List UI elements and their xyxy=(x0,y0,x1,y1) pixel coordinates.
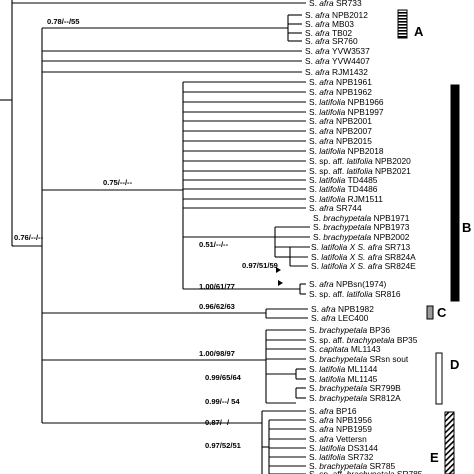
tip-label: S. sp. aff. brachypetala SR785 xyxy=(309,469,423,474)
tip-label: S. latifolia X S. afra SR824E xyxy=(311,261,416,271)
support-value: 0.87/--/-- xyxy=(205,418,235,427)
tip-label: S. latifolia DS3144 xyxy=(309,443,378,453)
tip-label: S. latifolia NPB1966 xyxy=(309,97,384,107)
clade-bar xyxy=(426,305,434,320)
support-value: 0.76/--/-- xyxy=(14,233,44,242)
tree-branches xyxy=(0,0,310,474)
tip-label: S. latifolia TD4485 xyxy=(309,175,378,185)
tip-label: S. afra MB03 xyxy=(305,19,354,29)
tip-label: S. afra SR744 xyxy=(309,203,362,213)
tip-label: S. latifolia NPB2018 xyxy=(309,146,384,156)
support-value: 0.99/--/ 54 xyxy=(205,397,240,406)
branch-arrow xyxy=(278,280,283,286)
tip-label: S. sp. aff. latifolia NPB2021 xyxy=(309,166,411,176)
tip-label: S. latifolia RJM1511 xyxy=(309,194,383,204)
tip-label: S. latifolia NPB1997 xyxy=(309,107,384,117)
clade-bar xyxy=(444,411,455,474)
support-labels: 0.78/--/55 0.75/--/-- 0.76/--/-- 0.51/--/--… xyxy=(14,17,278,450)
tip-label: S. latifolia X S. afra SR713 xyxy=(311,242,411,252)
support-value: 0.51/--/-- xyxy=(199,240,229,249)
tip-label: S. afra BP16 xyxy=(309,406,357,416)
support-value: 0.97/51/59 xyxy=(242,261,278,270)
clade-letter: A xyxy=(414,24,424,39)
clade-letter: E xyxy=(430,450,439,465)
clade-bar xyxy=(450,84,460,302)
clade-bar xyxy=(435,352,443,405)
tip-label: S. brachypetala NPB1973 xyxy=(313,222,410,232)
tip-label: S. afra NPB1982 xyxy=(311,304,374,314)
tip-label: S. afra NPB1961 xyxy=(309,77,372,87)
tip-label: S. sp. aff. latifolia NPB2020 xyxy=(309,156,411,166)
support-value: 1.00/98/97 xyxy=(199,349,235,358)
tip-label: S. brachypetala NPB1971 xyxy=(313,213,410,223)
tip-label: S. brachypetala SR785 xyxy=(309,461,395,471)
tip-label: S. sp. aff. brachypetala BP35 xyxy=(309,335,418,345)
tip-label: S. latifolia SR732 xyxy=(309,452,374,462)
tip-label: S. brachypetala SR799B xyxy=(309,383,401,393)
tip-label: S. afra YVW4407 xyxy=(305,56,370,66)
tip-label: S. capitata ML1143 xyxy=(309,344,381,354)
tip-label: S. afra LEC400 xyxy=(311,313,369,323)
tip-label: S. brachypetala NPB2002 xyxy=(313,232,410,242)
tip-label: S. afra SR760 xyxy=(305,36,358,46)
tip-label: S. afra TB02 xyxy=(305,28,352,38)
clade-letter: C xyxy=(437,305,447,320)
tip-label: S. brachypetala SR812A xyxy=(309,393,401,403)
tip-label: S. afra NPB2001 xyxy=(309,116,372,126)
support-value: 0.75/--/-- xyxy=(103,178,133,187)
support-value: 1.00/61/77 xyxy=(199,282,235,291)
tip-label: S. afra YVW3537 xyxy=(305,46,370,56)
clade-letter: B xyxy=(462,220,471,235)
clade-bar xyxy=(397,9,408,39)
tip-label: S. afra NPB2012 xyxy=(305,10,368,20)
tip-label: S. latifolia ML1145 xyxy=(309,374,378,384)
tip-label: S. latifolia ML1144 xyxy=(309,364,378,374)
branch-arrow xyxy=(276,267,281,273)
tip-label: S. afra NPB2015 xyxy=(309,136,372,146)
tip-label: S. brachypetala BP36 xyxy=(309,325,390,335)
tip-label: S. afra RJM1432 xyxy=(305,67,368,77)
tip-label: S. afra NPB1959 xyxy=(309,424,372,434)
support-value: 0.99/65/64 xyxy=(205,373,242,382)
tip-label: S. afra SR733 xyxy=(309,0,362,8)
tip-label: S. afra NPB1956 xyxy=(309,415,372,425)
tip-label: S. afra NPBsn(1974) xyxy=(309,279,387,289)
support-value: 0.97/52/51 xyxy=(205,441,242,450)
tip-label: S. afra NPB2007 xyxy=(309,126,372,136)
tip-label: S. latifolia X S. afra SR824A xyxy=(311,252,416,262)
support-value: 0.96/62/63 xyxy=(199,302,235,311)
tip-label: S. afra NPB1962 xyxy=(309,87,372,97)
tip-label: S. latifolia TD4486 xyxy=(309,184,378,194)
clade-letter: D xyxy=(450,357,459,372)
clade-bars: A B C D E xyxy=(397,9,471,474)
tip-label: S. brachypetala SRsn sout xyxy=(309,354,409,364)
tip-label: S. afra Vettersn xyxy=(309,434,367,444)
support-value: 0.78/--/55 xyxy=(47,17,80,26)
tip-label: S. sp. aff. latifolia SR816 xyxy=(309,289,401,299)
